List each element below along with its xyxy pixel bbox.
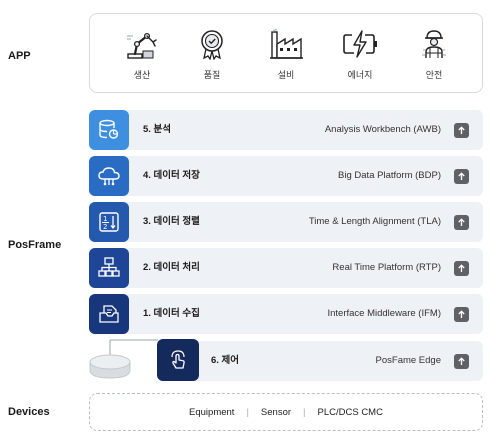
app-label: 에너지	[347, 70, 373, 80]
layer-title: 3. 데이터 정렬	[143, 216, 200, 227]
quality-medal-icon	[201, 30, 223, 60]
app-item-quality[interactable]: 품질	[182, 28, 242, 81]
arrow-up-icon[interactable]	[454, 354, 469, 369]
app-label: 설비	[277, 70, 295, 80]
edge-icon-tile	[157, 339, 199, 381]
layer-row-analysis[interactable]: 5. 분석 Analysis Workbench (AWB)	[89, 110, 483, 150]
layer-description: Real Time Platform (RTP)	[332, 262, 441, 273]
device-item: Sensor	[260, 406, 292, 418]
app-label: 품질	[203, 70, 221, 80]
app-label: 안전	[425, 70, 443, 80]
layer-description: Analysis Workbench (AWB)	[324, 124, 441, 135]
arrow-up-icon[interactable]	[454, 215, 469, 230]
layer-title: 5. 분석	[143, 124, 172, 135]
edge-device-disk-icon	[89, 339, 158, 379]
network-hierarchy-icon	[98, 257, 120, 277]
layer-title: 2. 데이터 처리	[143, 262, 200, 273]
devices-panel: Equipment | Sensor | PLC/DCS CMC	[89, 393, 483, 431]
devices-section-label: Devices	[8, 406, 50, 418]
device-item: Equipment	[189, 406, 235, 418]
layer-description: Time & Length Alignment (TLA)	[308, 216, 441, 227]
layer-icon-tile	[89, 110, 129, 150]
app-label: 생산	[133, 70, 151, 80]
edge-title: 6. 제어	[211, 355, 240, 366]
sort-numbers-icon: 1 2	[99, 212, 119, 232]
layer-row-processing[interactable]: 2. 데이터 처리 Real Time Platform (RTP)	[89, 248, 483, 288]
app-panel: 생산 품질 설비 에너지	[89, 13, 483, 93]
arrow-up-icon[interactable]	[454, 169, 469, 184]
edge-description: PosFame Edge	[375, 355, 441, 366]
arrow-up-icon[interactable]	[454, 307, 469, 322]
edge-row[interactable]	[157, 341, 483, 381]
layer-icon-tile: 1 2	[89, 202, 129, 242]
app-item-safety[interactable]: 안전	[404, 28, 464, 81]
layer-title: 1. 데이터 수집	[143, 308, 200, 319]
arrow-up-icon[interactable]	[454, 261, 469, 276]
layer-icon-tile	[89, 156, 129, 196]
app-item-production[interactable]: 생산	[112, 28, 172, 81]
safety-worker-icon	[422, 30, 446, 58]
factory-icon	[270, 29, 303, 59]
svg-text:1: 1	[103, 215, 107, 223]
posframe-section-label: PosFrame	[8, 239, 62, 251]
touch-control-icon	[171, 350, 185, 369]
app-item-energy[interactable]: 에너지	[330, 28, 390, 81]
app-item-facility[interactable]: 설비	[256, 28, 316, 81]
arrow-up-icon[interactable]	[454, 123, 469, 138]
layer-icon-tile	[89, 294, 129, 334]
energy-battery-icon	[343, 30, 377, 58]
separator: |	[303, 406, 306, 418]
collect-box-icon	[99, 305, 119, 323]
layer-title: 4. 데이터 저장	[143, 170, 200, 181]
database-analysis-icon	[99, 119, 119, 139]
cloud-storage-icon	[98, 167, 120, 186]
device-item: PLC/DCS CMC	[317, 406, 383, 418]
layer-icon-tile	[89, 248, 129, 288]
layer-row-collection[interactable]: 1. 데이터 수집 Interface Middleware (IFM)	[89, 294, 483, 334]
app-section-label: APP	[8, 50, 31, 62]
robot-arm-icon	[127, 32, 157, 59]
layer-description: Big Data Platform (BDP)	[338, 170, 441, 181]
svg-text:2: 2	[103, 223, 107, 231]
layer-row-alignment[interactable]: 1 2 3. 데이터 정렬 Time & Length Alignment (T…	[89, 202, 483, 242]
layer-description: Interface Middleware (IFM)	[327, 308, 441, 319]
separator: |	[246, 406, 249, 418]
layer-row-storage[interactable]: 4. 데이터 저장 Big Data Platform (BDP)	[89, 156, 483, 196]
